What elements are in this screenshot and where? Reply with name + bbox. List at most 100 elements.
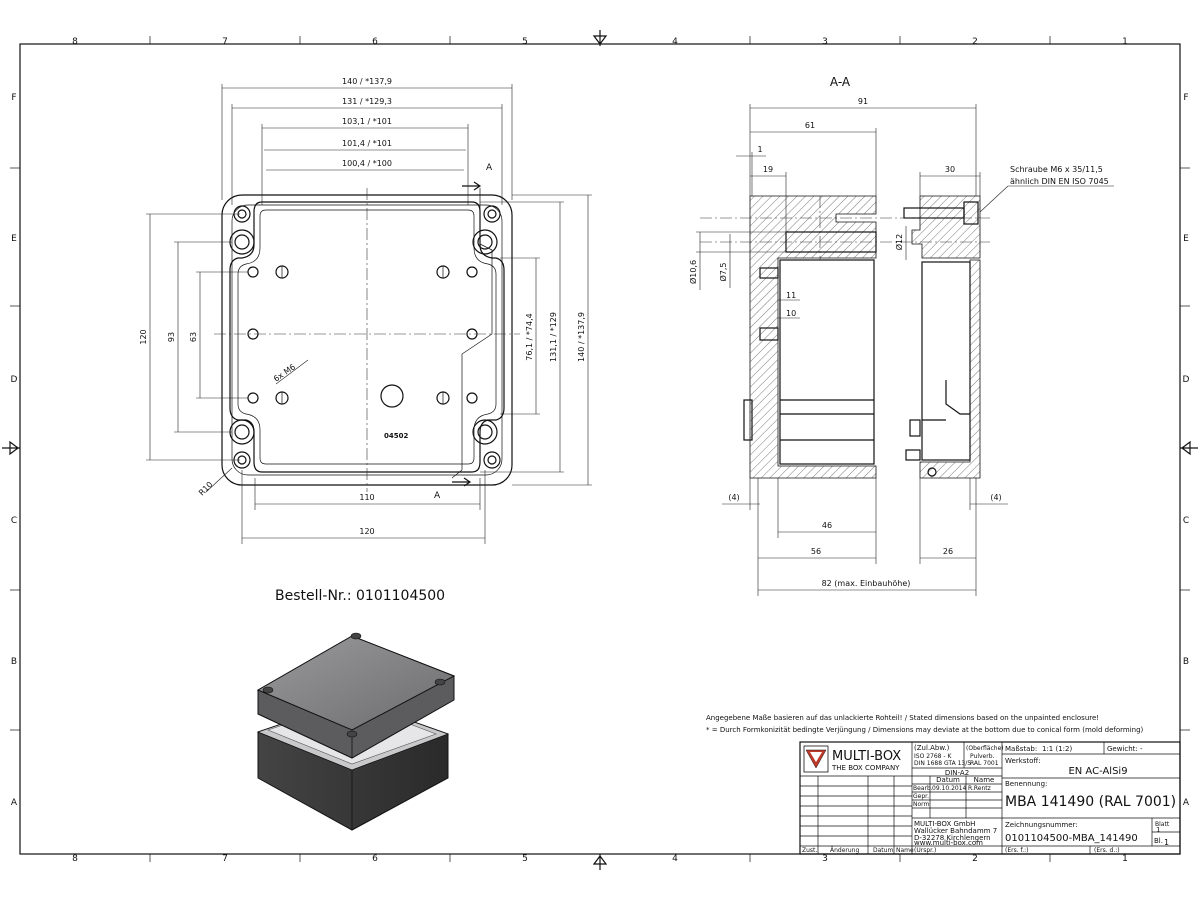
screw-note-2: ähnlich DIN EN ISO 7045	[1010, 177, 1109, 186]
dim-dia-12: Ø12	[894, 234, 904, 250]
col-label: 7	[222, 854, 228, 864]
zul-abw-label: (Zul.Abw.)	[914, 744, 950, 752]
row-label: D	[1183, 375, 1190, 385]
col-label: 6	[372, 37, 378, 47]
tolerance-2: DIN 1688 GTA 13/5	[914, 760, 971, 767]
note-2: * = Durch Formkonizität bedingte Verjüng…	[706, 726, 1144, 734]
col-label: 5	[522, 854, 528, 864]
row-label: C	[11, 516, 17, 526]
col-label: 6	[372, 854, 378, 864]
surface-1: Pulverb.	[970, 753, 995, 760]
dim-26: 26	[943, 547, 953, 556]
dim-section-30: 30	[945, 165, 955, 174]
name-header: Name	[974, 776, 995, 784]
dim-top-4: 101,4 / *101	[342, 139, 392, 148]
section-mark-bottom: A	[434, 491, 441, 501]
dim-left-1: 120	[139, 329, 148, 344]
note-1: Angegebene Maße basieren auf das unlacki…	[706, 714, 1099, 722]
origin-label: (Urspr.)	[914, 847, 936, 854]
col-label: 8	[72, 37, 78, 47]
dim-left-2: 93	[167, 332, 176, 342]
surface-2: RAL 7001	[970, 760, 999, 767]
col-label: 3	[822, 37, 828, 47]
replaced-by-label: (Ers. d.:)	[1094, 847, 1120, 854]
company-tagline: THE BOX COMPANY	[831, 764, 900, 772]
gepr-label: Gepr.	[913, 793, 929, 800]
row-label: B	[1183, 657, 1189, 667]
row-label: D	[11, 375, 18, 385]
dim-4-right: (4)	[990, 493, 1001, 502]
dim-46: 46	[822, 521, 832, 530]
surface-label: (Oberfläche)	[966, 745, 1004, 752]
row-label: F	[11, 93, 16, 103]
dim-section-61: 61	[805, 121, 815, 130]
dim-top-2: 131 / *129,3	[342, 97, 392, 106]
grid-column-labels: 8 7 6 5 4 3 2 1 8 7 6 5 4 3 2 1	[72, 37, 1128, 864]
dim-56: 56	[811, 547, 821, 556]
isometric-render	[256, 632, 456, 831]
dim-left-3: 63	[189, 332, 198, 342]
company-logo	[803, 745, 829, 773]
col-label: 8	[72, 854, 78, 864]
dim-section-1: 1	[757, 145, 762, 154]
grid-row-labels: F E D C B A F E D C B A	[11, 93, 1190, 808]
norm-label: Norm	[913, 801, 930, 808]
material-label: Werkstoff:	[1005, 757, 1041, 765]
dim-top-5: 100,4 / *100	[342, 159, 392, 168]
dim-right-3: 140 / *137,9	[577, 312, 586, 362]
title-block: MULTI-BOX THE BOX COMPANY (Zul.Abw.) ISO…	[799, 741, 1181, 855]
col-label: 2	[972, 854, 978, 864]
dim-82: 82 (max. Einbauhöhe)	[822, 579, 911, 588]
dim-section-91: 91	[858, 97, 868, 106]
col-label: 1	[1122, 37, 1128, 47]
weight-label: Gewicht: -	[1107, 745, 1143, 753]
dim-top-3: 103,1 / *101	[342, 117, 392, 126]
rev-name-header: Name	[896, 847, 914, 854]
row-label: A	[1183, 798, 1190, 808]
sheets-value: 1	[1164, 838, 1169, 847]
designation-label: Benennung:	[1005, 780, 1047, 788]
company-name: MULTI-BOX	[832, 749, 901, 764]
col-label: 4	[672, 37, 678, 47]
address-1: MULTI-BOX GmbH	[914, 820, 975, 828]
scale-value: 1:1 (1:2)	[1042, 745, 1072, 753]
row-label: E	[11, 234, 17, 244]
bearb-name: R.Rentz	[968, 785, 991, 792]
address-4: www.multi-box.com	[914, 839, 983, 847]
drawing-frame	[2, 30, 1198, 870]
sheet-value: 1	[1156, 826, 1160, 834]
row-label: E	[1183, 234, 1189, 244]
dim-bottom-2: 120	[359, 527, 374, 536]
drawing-number-label: Zeichnungsnummer:	[1005, 821, 1078, 829]
part-code: 04502	[384, 432, 408, 440]
screw-count-label: 6x M6	[272, 362, 297, 383]
col-label: 4	[672, 854, 678, 864]
bearb-date: 09.10.2014	[932, 785, 967, 792]
row-label: A	[11, 798, 18, 808]
bearb-label: Bearb.	[913, 785, 933, 792]
row-label: B	[11, 657, 17, 667]
drawing-number: 0101104500-MBA_141490	[1005, 833, 1138, 844]
dim-right-1: 76,1 / *74,4	[525, 313, 534, 360]
dim-dia-7-5: Ø7,5	[718, 262, 728, 281]
replaces-label: (Ers. f.:)	[1005, 847, 1028, 854]
dim-right-2: 131,1 / *129	[549, 312, 558, 362]
radius-label: R10	[197, 480, 215, 498]
designation-value: MBA 141490 (RAL 7001)	[1005, 794, 1176, 810]
dim-dia-10-6: Ø10,6	[688, 260, 698, 284]
tolerance-1: ISO 2768 - K	[914, 753, 952, 760]
address-3: D-32278 Kirchlengern	[914, 834, 991, 842]
address-2: Wallücker Bahndamm 7	[914, 827, 997, 835]
row-label: F	[1183, 93, 1188, 103]
rev-state-header: Zust.	[802, 847, 817, 854]
screw-note-1: Schraube M6 x 35/11,5	[1010, 165, 1103, 174]
rev-change-header: Änderung	[830, 847, 859, 854]
section-title: A-A	[830, 75, 851, 89]
dim-section-19: 19	[763, 165, 773, 174]
dim-11: 11	[786, 291, 796, 300]
datum-header: Datum	[936, 776, 960, 784]
dim-bottom-1: 110	[359, 493, 374, 502]
rev-date-header: Datum	[873, 847, 893, 854]
col-label: 7	[222, 37, 228, 47]
